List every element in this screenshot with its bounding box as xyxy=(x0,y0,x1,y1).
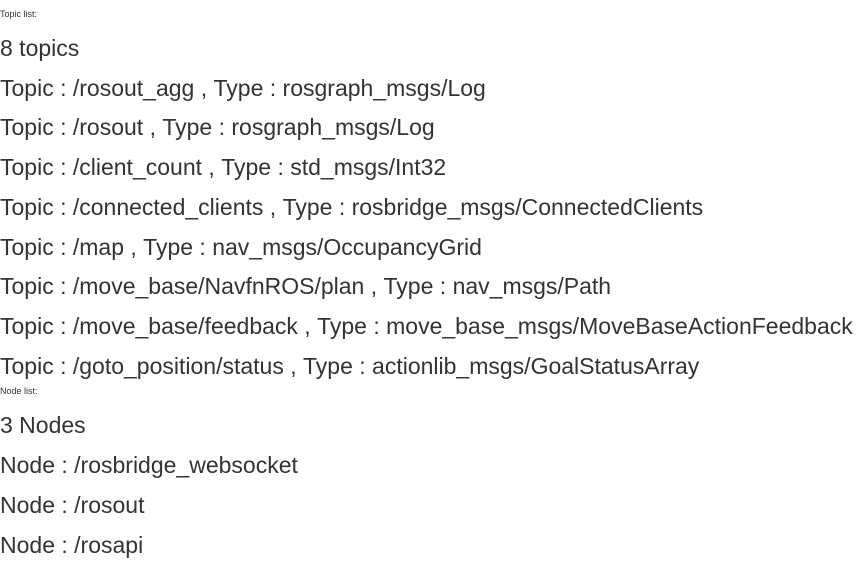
topic-name: Topic : /goto_position/status xyxy=(0,353,284,379)
topic-row: Topic : /rosout_agg , Type : rosgraph_ms… xyxy=(0,74,486,102)
topic-row: Topic : /move_base/NavfnROS/plan , Type … xyxy=(0,272,611,300)
node-row: Node : /rosbridge_websocket xyxy=(0,452,298,478)
separator: , xyxy=(263,194,283,220)
separator: , xyxy=(143,114,163,140)
topic-type: Type : rosbridge_msgs/ConnectedClients xyxy=(282,194,704,220)
topic-name: Topic : /move_base/feedback xyxy=(0,313,298,339)
topic-count: 8 topics xyxy=(0,35,80,61)
topic-type: Type : actionlib_msgs/GoalStatusArray xyxy=(303,353,700,379)
separator: , xyxy=(194,75,214,101)
topic-name: Topic : /rosout xyxy=(0,114,144,140)
separator: , xyxy=(297,313,318,339)
topic-name: Topic : /map xyxy=(0,234,124,260)
topic-row: Topic : /move_base/feedback , Type : mov… xyxy=(0,312,867,340)
topic-name: Topic : /move_base/NavfnROS/plan xyxy=(0,273,365,299)
topic-type: Type : nav_msgs/Path xyxy=(383,273,612,299)
node-list-label: Node list: xyxy=(0,386,38,396)
node-row: Node : /rosapi xyxy=(0,532,144,558)
topic-row: Topic : /rosout , Type : rosgraph_msgs/L… xyxy=(0,113,435,141)
topic-type: Type : move_base_msgs/MoveBaseActionFeed… xyxy=(317,313,853,339)
topic-row: Topic : /goto_position/status , Type : a… xyxy=(0,352,699,380)
topic-type: Type : nav_msgs/OccupancyGrid xyxy=(143,234,482,260)
topic-type: Type : rosgraph_msgs/Log xyxy=(162,114,435,140)
topic-type: Type : std_msgs/Int32 xyxy=(221,154,447,180)
separator: , xyxy=(364,273,384,299)
topic-list-label: Topic list: xyxy=(0,9,38,19)
topic-name: Topic : /connected_clients xyxy=(0,194,264,220)
separator: , xyxy=(124,234,144,260)
topic-row: Topic : /connected_clients , Type : rosb… xyxy=(0,193,703,221)
topic-row: Topic : /map , Type : nav_msgs/Occupancy… xyxy=(0,233,482,261)
topic-name: Topic : /client_count xyxy=(0,154,203,180)
separator: , xyxy=(283,353,304,379)
node-row: Node : /rosout xyxy=(0,492,145,518)
separator: , xyxy=(202,154,222,180)
topic-type: Type : rosgraph_msgs/Log xyxy=(213,75,486,101)
topic-row: Topic : /client_count , Type : std_msgs/… xyxy=(0,153,446,181)
topic-name: Topic : /rosout_agg xyxy=(0,75,195,101)
node-count: 3 Nodes xyxy=(0,412,86,438)
